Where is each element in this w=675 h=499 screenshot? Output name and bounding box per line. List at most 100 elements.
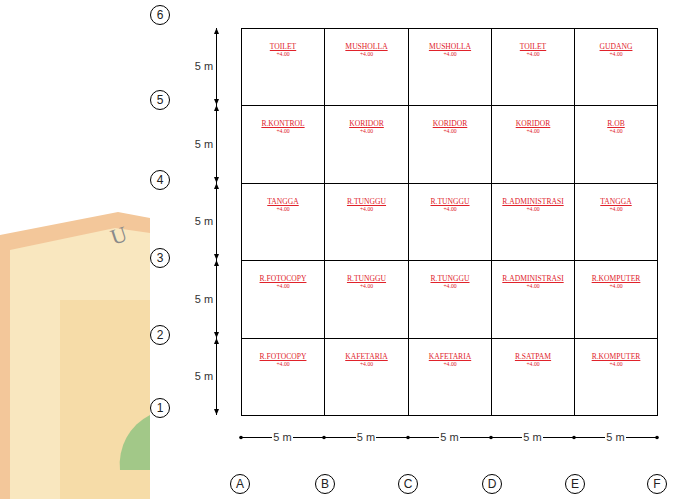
- floor-level: +4.00: [575, 206, 657, 212]
- room-cell: TANGGA+4.00: [574, 183, 658, 261]
- floor-level: +4.00: [492, 283, 574, 289]
- floor-level: +4.00: [492, 128, 574, 134]
- room-name: R.KOMPUTER: [575, 275, 657, 283]
- dimension-arrows: [214, 28, 659, 439]
- room-cell: KORIDOR+4.00: [491, 105, 575, 184]
- room-cell: MUSHOLLA+4.00: [324, 28, 409, 106]
- room-cell: GUDANG+4.00: [574, 28, 658, 106]
- room-name: R.FOTOCOPY: [242, 275, 324, 283]
- grid-axis-bubble: 3: [150, 248, 170, 268]
- room-name: R.TUNGGU: [325, 275, 408, 283]
- dimension-label: 5 m: [194, 138, 214, 150]
- dimension-dot: [489, 436, 493, 440]
- grid-axis-bubble: 5: [150, 90, 170, 110]
- arrowhead: [214, 260, 219, 266]
- floor-level: +4.00: [325, 283, 408, 289]
- room-name: R.TUNGGU: [409, 275, 491, 283]
- dimension-label: 5 m: [194, 370, 214, 382]
- room-cell: R.FOTOCOPY+4.00: [241, 260, 325, 339]
- dimension-label: 5 m: [194, 215, 214, 227]
- arrowhead: [214, 105, 219, 111]
- room-cell: KORIDOR+4.00: [324, 105, 409, 184]
- floor-level: +4.00: [325, 51, 408, 57]
- floor-level: +4.00: [242, 283, 324, 289]
- room-cell: TOILET+4.00: [241, 28, 325, 106]
- grid-axis-bubble: E: [565, 474, 585, 494]
- room-cell: KAFETARIA+4.00: [408, 338, 492, 416]
- grid-axis-bubble: 1: [150, 398, 170, 418]
- arrowhead: [214, 99, 219, 105]
- room-name: R.OB: [575, 120, 657, 128]
- floor-level: +4.00: [575, 128, 657, 134]
- grid-axis-bubble: F: [647, 474, 667, 494]
- floor-level: +4.00: [409, 283, 491, 289]
- axis-label: 4: [157, 174, 164, 186]
- room-name: R.ADMINISTRASI: [492, 275, 574, 283]
- room-cell: MUSHOLLA+4.00: [408, 28, 492, 106]
- grid-axis-bubble: 4: [150, 170, 170, 190]
- room-cell: TOILET+4.00: [491, 28, 575, 106]
- logo-border: [0, 212, 150, 499]
- logo-field: [10, 228, 150, 499]
- logo-inner: [60, 300, 150, 499]
- room-name: MUSHOLLA: [409, 43, 491, 51]
- room-cell: R.KONTROL+4.00: [241, 105, 325, 184]
- room-name: R.FOTOCOPY: [242, 353, 324, 361]
- room-name: R.TUNGGU: [325, 198, 408, 206]
- room-name: KAFETARIA: [325, 353, 408, 361]
- room-cell: R.KOMPUTER+4.00: [574, 338, 658, 416]
- room-cell: R.OB+4.00: [574, 105, 658, 184]
- axis-label: 5: [157, 94, 164, 106]
- room-cell: R.TUNGGU+4.00: [324, 183, 409, 261]
- floor-level: +4.00: [575, 51, 657, 57]
- room-cell: R.KOMPUTER+4.00: [574, 260, 658, 339]
- room-name: GUDANG: [575, 43, 657, 51]
- room-name: KAFETARIA: [409, 353, 491, 361]
- dimension-line: [216, 28, 217, 415]
- grid-axis-bubble: D: [482, 474, 502, 494]
- dimension-dot: [406, 436, 410, 440]
- grid-axis-bubble: 2: [150, 325, 170, 345]
- axis-label: F: [653, 478, 660, 490]
- room-cell: R.TUNGGU+4.00: [324, 260, 409, 339]
- axis-label: B: [321, 478, 329, 490]
- dimension-label: 5 m: [194, 60, 214, 72]
- room-name: KORIDOR: [492, 120, 574, 128]
- room-name: TANGGA: [242, 198, 324, 206]
- dimension-dot: [239, 436, 243, 440]
- room-cell: TANGGA+4.00: [241, 183, 325, 261]
- axis-label: 6: [157, 9, 164, 21]
- dimension-label: 5 m: [605, 431, 625, 443]
- floor-level: +4.00: [325, 128, 408, 134]
- grid-axis-bubble: 6: [150, 5, 170, 25]
- axis-label: E: [571, 478, 579, 490]
- arrowhead: [214, 409, 219, 415]
- arrowhead: [214, 28, 219, 34]
- room-cell: R.ADMINISTRASI+4.00: [491, 260, 575, 339]
- dimension-dot: [655, 436, 659, 440]
- room-cell: R.TUNGGU+4.00: [408, 260, 492, 339]
- arrowhead: [214, 254, 219, 260]
- arrowhead: [214, 332, 219, 338]
- dimension-label: 5 m: [439, 431, 459, 443]
- room-name: KORIDOR: [409, 120, 491, 128]
- room-cell: R.ADMINISTRASI+4.00: [491, 183, 575, 261]
- arrowhead: [214, 177, 219, 183]
- axis-label: C: [404, 478, 413, 490]
- floor-level: +4.00: [575, 283, 657, 289]
- dimension-label: 5 m: [356, 431, 376, 443]
- floor-level: +4.00: [242, 361, 324, 367]
- floor-level: +4.00: [325, 206, 408, 212]
- dimension-dot: [572, 436, 576, 440]
- floor-level: +4.00: [409, 361, 491, 367]
- axis-label: 2: [157, 329, 164, 341]
- room-name: R.KONTROL: [242, 120, 324, 128]
- floor-level: +4.00: [242, 128, 324, 134]
- room-name: MUSHOLLA: [325, 43, 408, 51]
- axis-label: D: [488, 478, 497, 490]
- dimension-lines: [217, 28, 658, 438]
- dimension-label: 5 m: [194, 293, 214, 305]
- room-name: KORIDOR: [325, 120, 408, 128]
- arrowhead: [214, 183, 219, 189]
